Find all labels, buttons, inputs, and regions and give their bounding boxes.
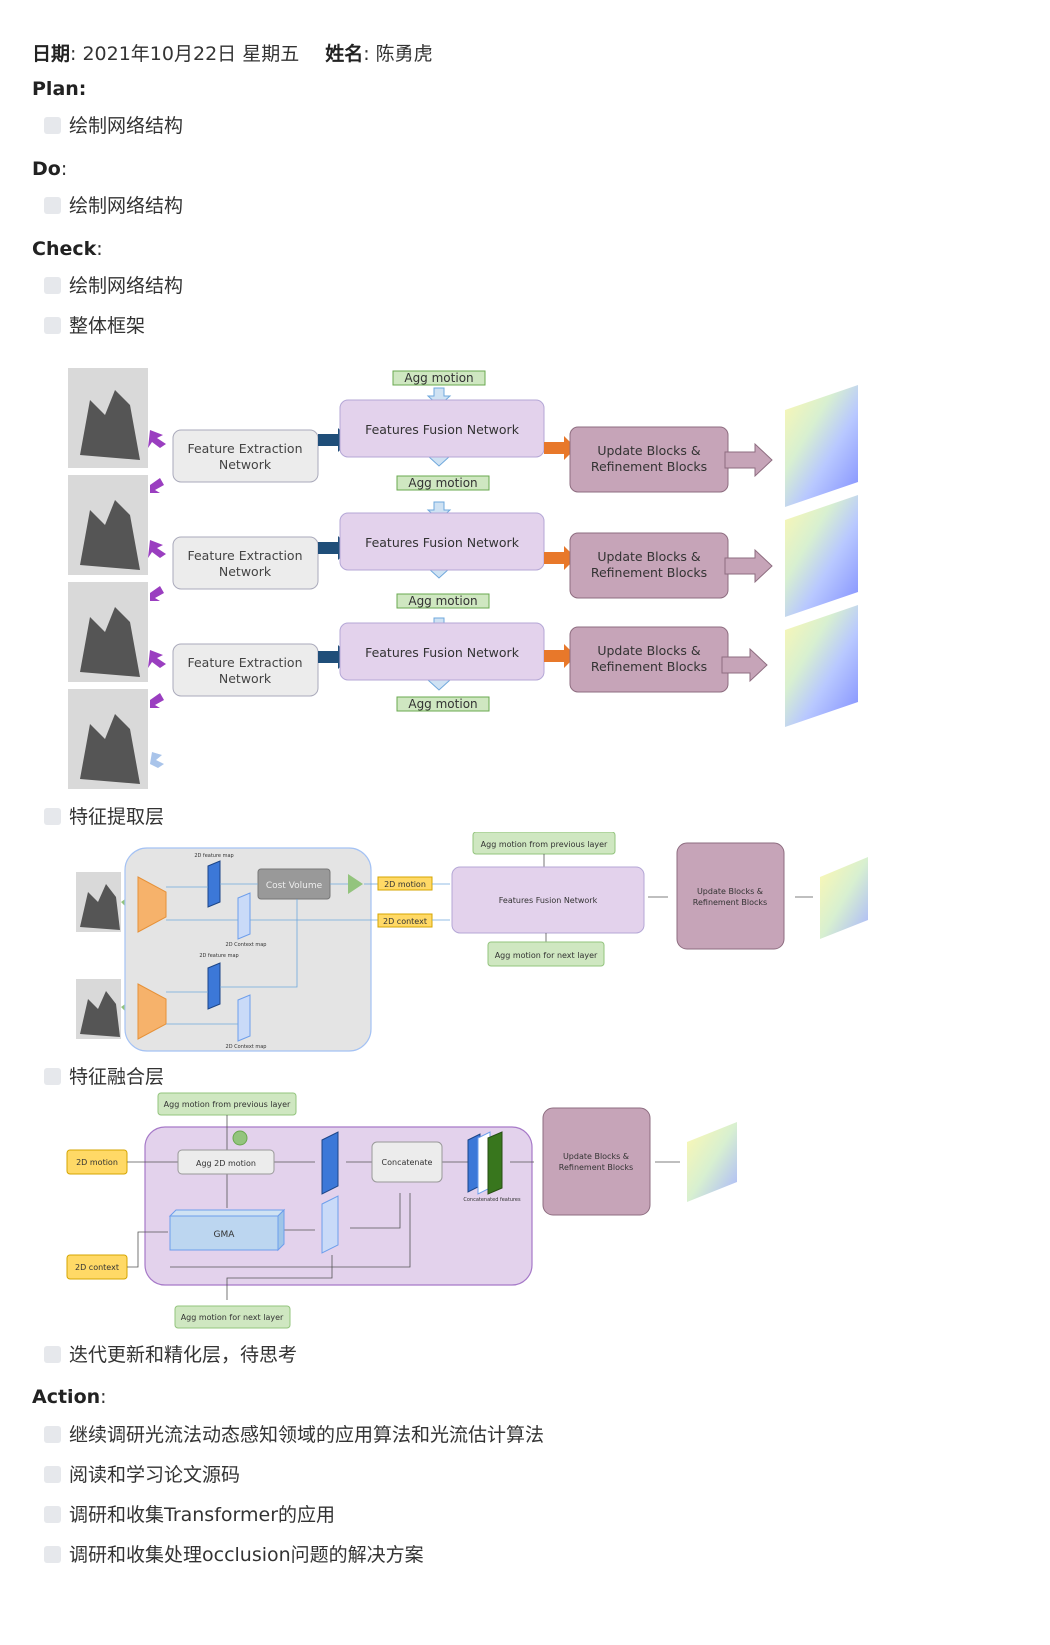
feature-fusion-diagram: Agg motion from previous layer 2D motion… <box>66 1092 737 1329</box>
svg-text:Feature Extraction: Feature Extraction <box>187 441 302 456</box>
agg-motion-labels: Agg motion Agg motion Agg motion Agg mot… <box>392 370 490 712</box>
overall-framework-diagram: Feature Extraction Network Feature Extra… <box>68 368 858 789</box>
checkbox[interactable] <box>44 277 61 294</box>
action-title: Action <box>32 1386 101 1408</box>
plan-item-1[interactable]: 绘制网络结构 <box>44 113 183 139</box>
check-item-4[interactable]: 特征融合层 <box>44 1064 164 1090</box>
plan-title: Plan: <box>32 78 87 100</box>
checkbox[interactable] <box>44 1466 61 1483</box>
features-fusion-blocks: Features Fusion Network Features Fusion … <box>339 399 545 681</box>
svg-text:Agg motion: Agg motion <box>408 697 477 711</box>
svg-text:Update Blocks &: Update Blocks & <box>597 643 701 658</box>
output-arrows <box>721 442 773 683</box>
action-item-2[interactable]: 阅读和学习论文源码 <box>44 1462 240 1488</box>
do-title: Do <box>32 158 61 180</box>
feature-extraction-blocks: Feature Extraction Network Feature Extra… <box>172 429 319 697</box>
checkbox[interactable] <box>44 808 61 825</box>
task-label: 迭代更新和精化层，待思考 <box>69 1344 298 1366</box>
svg-text:Concatenated features: Concatenated features <box>463 1197 521 1203</box>
input-arrows <box>148 430 166 768</box>
svg-text:Update Blocks &: Update Blocks & <box>563 1152 629 1161</box>
svg-text:Feature Extraction: Feature Extraction <box>187 655 302 670</box>
svg-text:Network: Network <box>219 671 272 686</box>
task-label: 特征融合层 <box>69 1066 165 1088</box>
action-item-1[interactable]: 继续调研光流法动态感知领域的应用算法和光流估计算法 <box>44 1422 544 1448</box>
svg-text:GMA: GMA <box>214 1230 236 1240</box>
checkbox[interactable] <box>44 1426 61 1443</box>
svg-text:Features Fusion Network: Features Fusion Network <box>365 535 520 550</box>
svg-text:Update Blocks &: Update Blocks & <box>597 549 701 564</box>
svg-text:2D feature map: 2D feature map <box>194 853 233 859</box>
orange-arrows <box>544 436 576 668</box>
task-label: 特征提取层 <box>69 806 165 828</box>
svg-text:Agg motion for next layer: Agg motion for next layer <box>181 1313 284 1322</box>
svg-text:Refinement Blocks: Refinement Blocks <box>559 1163 633 1172</box>
check-item-1[interactable]: 绘制网络结构 <box>44 273 183 299</box>
svg-text:Concatenate: Concatenate <box>382 1158 433 1167</box>
svg-text:Features Fusion Network: Features Fusion Network <box>499 896 598 905</box>
svg-text:Agg motion from previous layer: Agg motion from previous layer <box>481 840 608 849</box>
svg-text:2D feature map: 2D feature map <box>199 953 238 959</box>
task-label: 绘制网络结构 <box>69 195 184 217</box>
checkbox[interactable] <box>44 1068 61 1085</box>
task-label: 调研和收集处理occlusion问题的解决方案 <box>69 1544 424 1566</box>
svg-text:Agg motion for next layer: Agg motion for next layer <box>495 951 598 960</box>
task-label: 绘制网络结构 <box>69 275 184 297</box>
plan-heading: Plan: <box>32 77 86 101</box>
checkbox[interactable] <box>44 1346 61 1363</box>
svg-text:Network: Network <box>219 457 272 472</box>
check-item-2[interactable]: 整体框架 <box>44 313 145 339</box>
check-heading: Check: <box>32 238 103 260</box>
svg-text:Feature Extraction: Feature Extraction <box>187 548 302 563</box>
optical-flow-outputs <box>785 385 858 727</box>
task-label: 整体框架 <box>69 315 146 337</box>
svg-text:Agg motion: Agg motion <box>408 594 477 608</box>
svg-text:2D motion: 2D motion <box>76 1158 118 1167</box>
svg-text:2D Context map: 2D Context map <box>226 942 267 948</box>
svg-text:Features Fusion Network: Features Fusion Network <box>365 645 520 660</box>
action-item-3[interactable]: 调研和收集Transformer的应用 <box>44 1502 335 1528</box>
do-item-1[interactable]: 绘制网络结构 <box>44 193 183 219</box>
svg-text:Refinement Blocks: Refinement Blocks <box>591 459 707 474</box>
svg-text:Cost Volume: Cost Volume <box>266 881 323 891</box>
svg-text:Agg motion: Agg motion <box>408 476 477 490</box>
date-value: : 2021年10月22日 星期五 <box>70 43 300 65</box>
svg-text:2D Context map: 2D Context map <box>226 1044 267 1050</box>
task-label: 阅读和学习论文源码 <box>69 1464 241 1486</box>
svg-text:2D context: 2D context <box>75 1263 119 1272</box>
do-heading: Do: <box>32 158 68 180</box>
task-label: 绘制网络结构 <box>69 115 184 137</box>
svg-text:Refinement Blocks: Refinement Blocks <box>693 898 767 907</box>
check-item-5[interactable]: 迭代更新和精化层，待思考 <box>44 1342 297 1368</box>
svg-text:Agg 2D motion: Agg 2D motion <box>196 1159 256 1168</box>
check-item-3[interactable]: 特征提取层 <box>44 804 164 830</box>
svg-text:Refinement Blocks: Refinement Blocks <box>591 659 707 674</box>
checkbox[interactable] <box>44 197 61 214</box>
update-refinement-blocks: Update Blocks & Refinement Blocks Update… <box>569 426 729 693</box>
header-line: 日期: 2021年10月22日 星期五 姓名: 陈勇虎 <box>32 42 433 66</box>
svg-text:2D context: 2D context <box>383 917 427 926</box>
action-heading: Action: <box>32 1386 107 1408</box>
svg-text:Features Fusion Network: Features Fusion Network <box>365 422 520 437</box>
checkbox[interactable] <box>44 317 61 334</box>
svg-text:Update Blocks &: Update Blocks & <box>697 887 763 896</box>
action-item-4[interactable]: 调研和收集处理occlusion问题的解决方案 <box>44 1542 424 1568</box>
task-label: 调研和收集Transformer的应用 <box>69 1504 336 1526</box>
date-label: 日期 <box>32 43 71 65</box>
svg-text:Network: Network <box>219 564 272 579</box>
svg-text:Agg motion: Agg motion <box>404 371 473 385</box>
checkbox[interactable] <box>44 1506 61 1523</box>
name-value: : 陈勇虎 <box>363 43 433 65</box>
feature-extraction-diagram: 2D feature map 2D Context map 2D feature… <box>76 832 868 1052</box>
checkbox[interactable] <box>44 117 61 134</box>
svg-text:2D motion: 2D motion <box>384 880 426 889</box>
svg-text:Agg motion from previous layer: Agg motion from previous layer <box>164 1100 291 1109</box>
input-frames <box>68 368 148 789</box>
task-label: 继续调研光流法动态感知领域的应用算法和光流估计算法 <box>69 1424 545 1446</box>
name-label: 姓名 <box>325 43 364 65</box>
svg-text:Update Blocks &: Update Blocks & <box>597 443 701 458</box>
check-title: Check <box>32 238 97 260</box>
svg-text:Refinement Blocks: Refinement Blocks <box>591 565 707 580</box>
checkbox[interactable] <box>44 1546 61 1563</box>
